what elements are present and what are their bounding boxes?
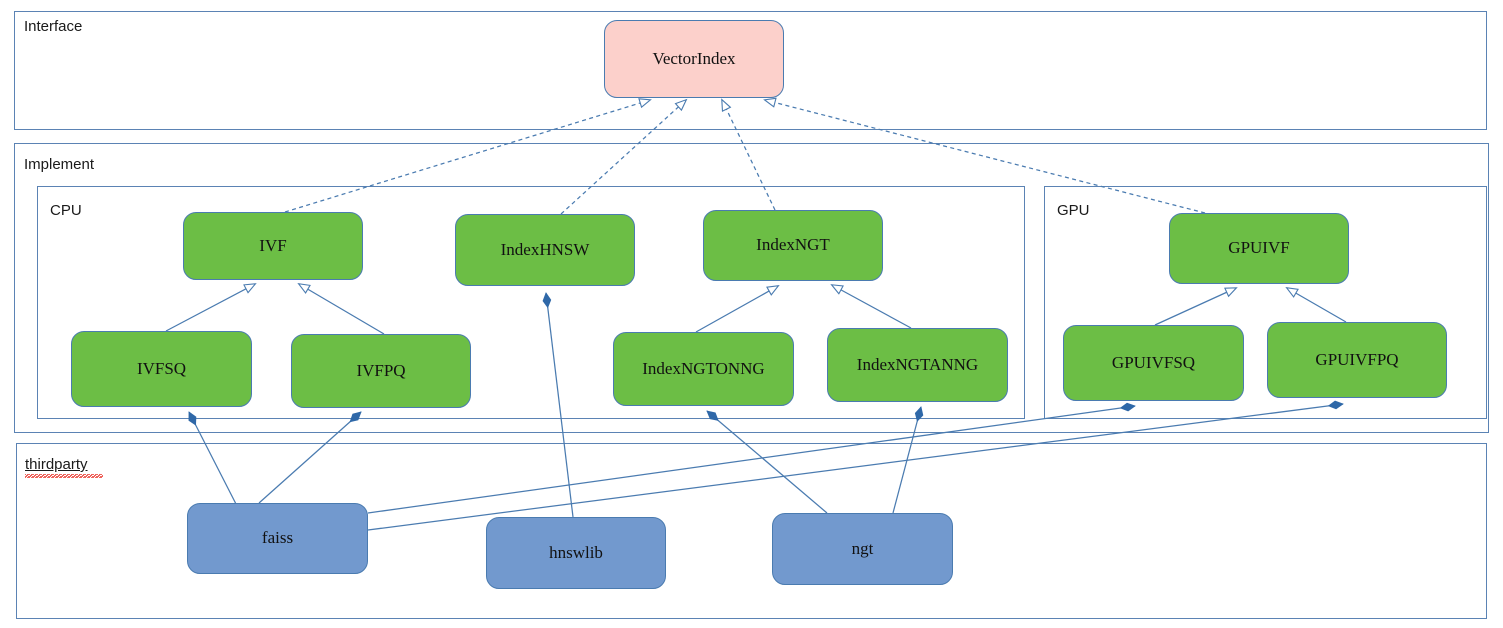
container-label-gpu: GPU [1057, 202, 1090, 219]
node-label-hnswlib: hnswlib [549, 542, 603, 562]
node-gpuivfsq[interactable]: GPUIVFSQ [1063, 325, 1244, 401]
node-ivf[interactable]: IVF [183, 212, 363, 280]
node-gpuivf[interactable]: GPUIVF [1169, 213, 1349, 284]
node-label-vectorindex: VectorIndex [652, 48, 736, 68]
node-hnswlib[interactable]: hnswlib [486, 517, 666, 589]
node-indexngtanng[interactable]: IndexNGTANNG [827, 328, 1008, 402]
node-gpuivfpq[interactable]: GPUIVFPQ [1267, 322, 1447, 398]
node-label-ivfsq: IVFSQ [136, 358, 187, 378]
node-faiss[interactable]: faiss [187, 503, 368, 574]
node-label-ivf: IVF [259, 235, 287, 255]
node-label-ivfpq: IVFPQ [356, 360, 406, 380]
node-indexhnsw[interactable]: IndexHNSW [455, 214, 635, 286]
node-ivfpq[interactable]: IVFPQ [291, 334, 471, 408]
node-label-indexngtonng: IndexNGTONNG [642, 358, 765, 378]
node-ngt[interactable]: ngt [772, 513, 953, 585]
container-label-thirdparty: thirdparty [25, 456, 88, 473]
node-label-indexngtanng: IndexNGTANNG [856, 354, 979, 374]
node-label-faiss: faiss [261, 528, 294, 548]
node-label-gpuivfpq: GPUIVFPQ [1315, 349, 1399, 369]
node-label-gpuivf: GPUIVF [1228, 238, 1290, 258]
node-label-indexngt: IndexNGT [756, 235, 830, 255]
spellcheck-underline-icon [25, 474, 103, 478]
node-vectorindex[interactable]: VectorIndex [604, 20, 784, 98]
container-label-cpu: CPU [50, 202, 82, 219]
container-label-interface: Interface [24, 18, 83, 35]
node-label-indexhnsw: IndexHNSW [500, 239, 590, 259]
node-indexngtonng[interactable]: IndexNGTONNG [613, 332, 794, 406]
node-ivfsq[interactable]: IVFSQ [71, 331, 252, 407]
node-indexngt[interactable]: IndexNGT [703, 210, 883, 281]
node-label-ngt: ngt [851, 538, 874, 558]
node-label-gpuivfsq: GPUIVFSQ [1111, 352, 1196, 372]
container-label-implement: Implement [24, 156, 95, 173]
